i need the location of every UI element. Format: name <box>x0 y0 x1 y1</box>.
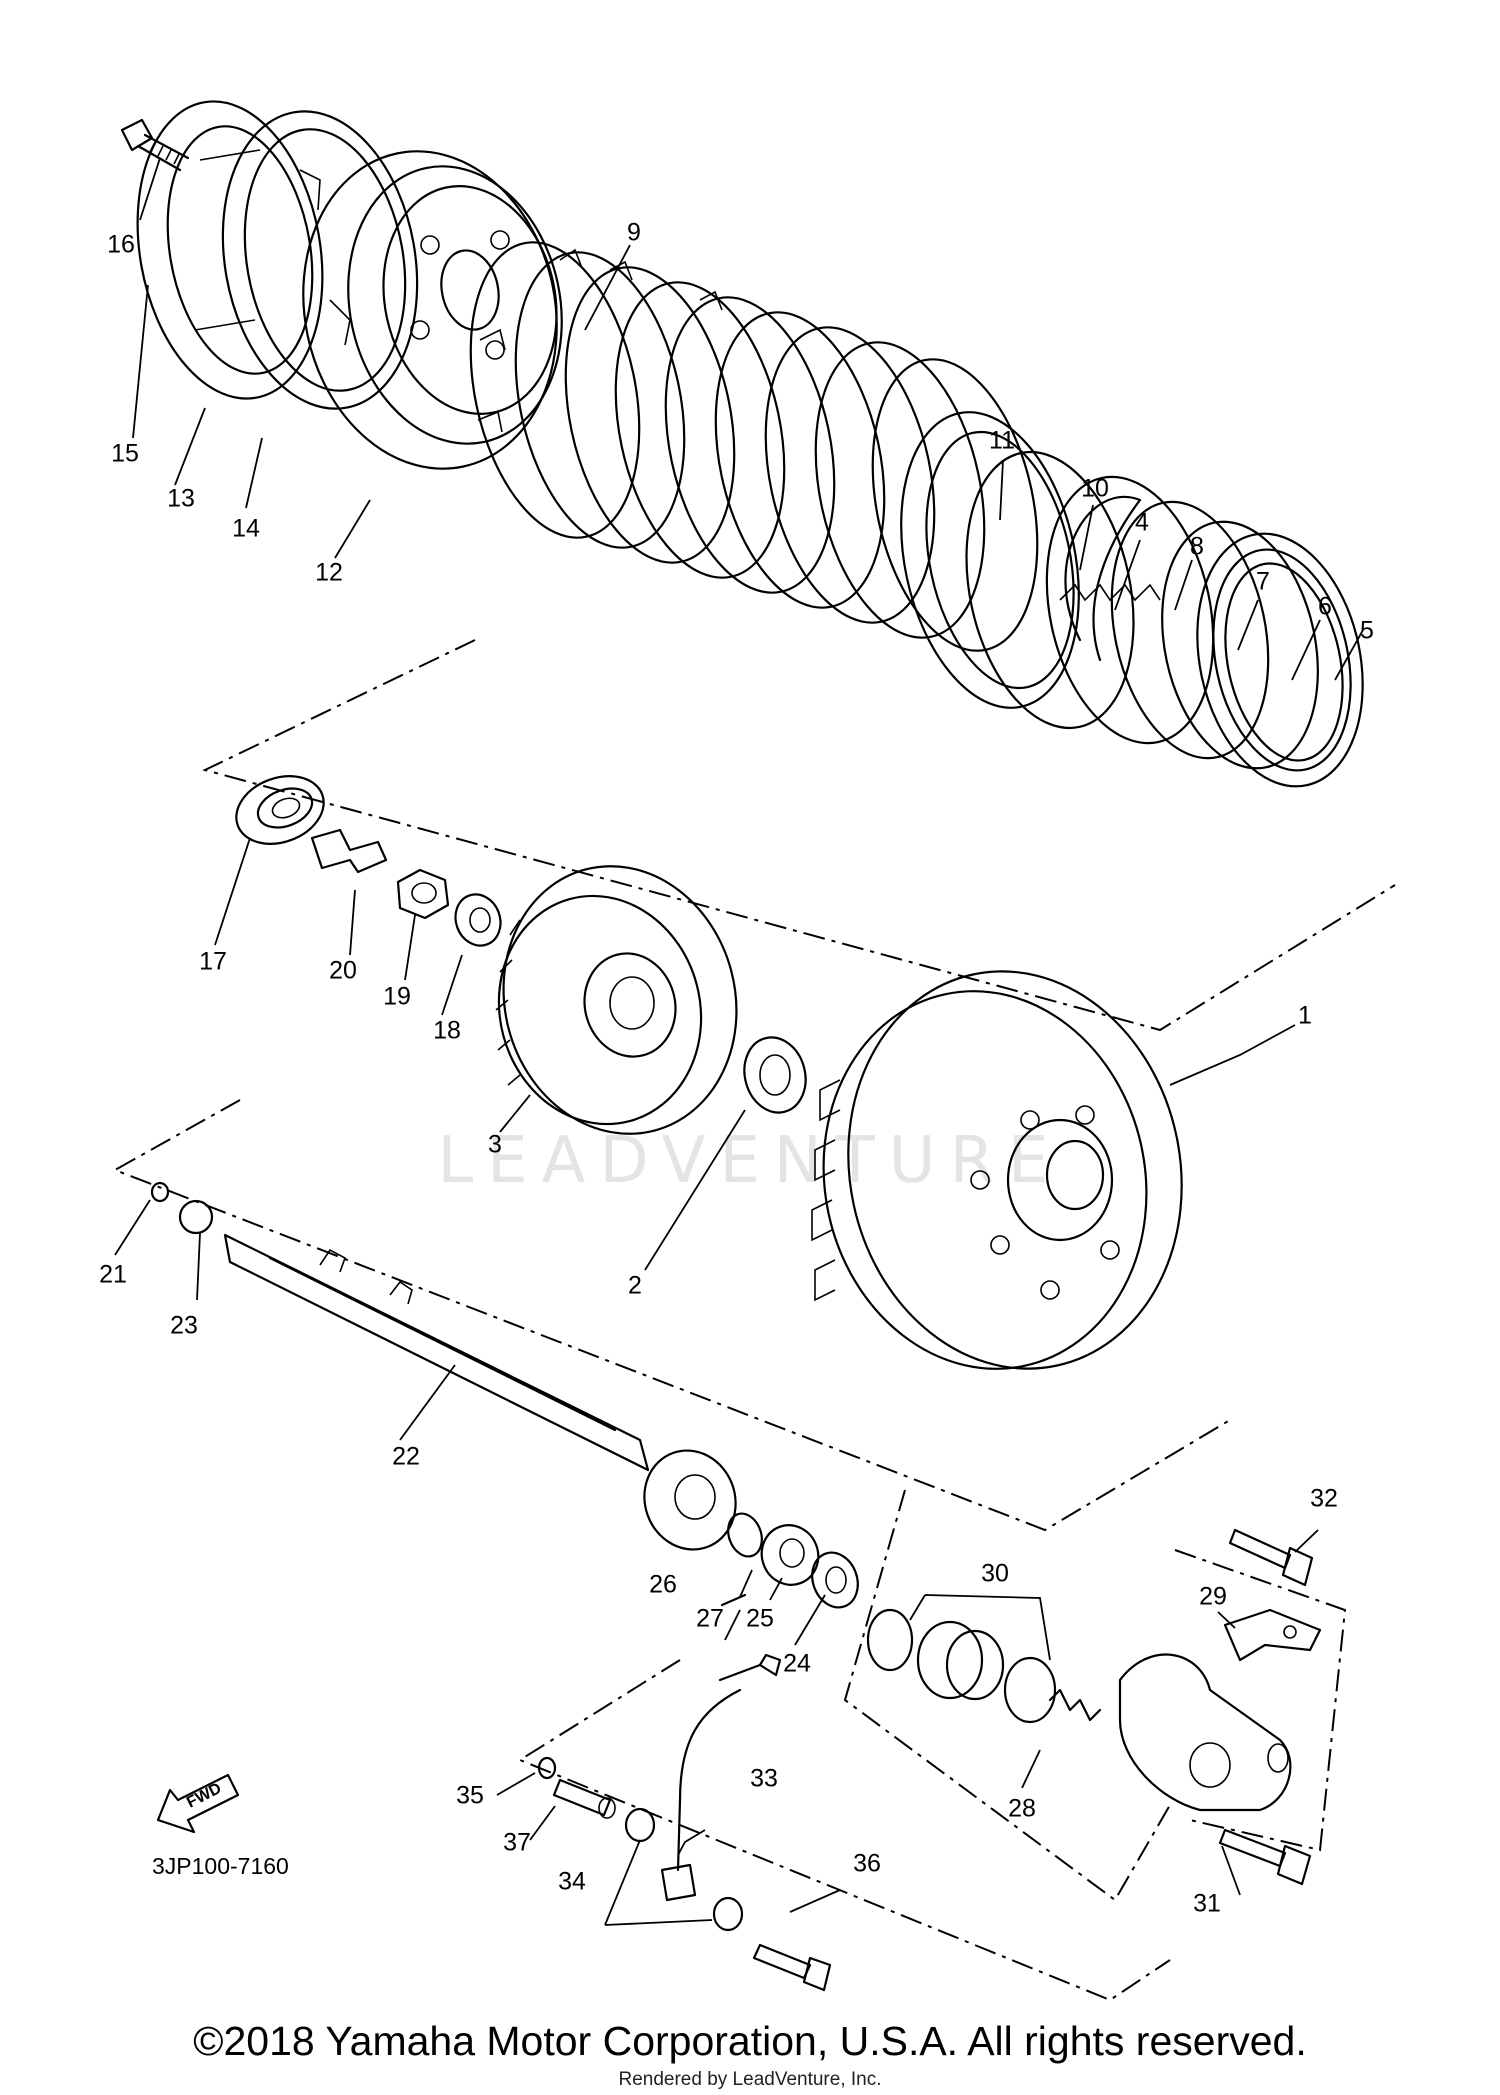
union-bolt-37 <box>552 1778 616 1819</box>
callout-36: 36 <box>853 1850 881 1878</box>
callout-4: 4 <box>1135 509 1149 537</box>
callout-5: 5 <box>1360 617 1374 645</box>
spring-5 <box>1196 532 1364 788</box>
callout-37: 37 <box>503 1829 531 1857</box>
callout-2: 2 <box>628 1272 642 1300</box>
washer-34a <box>624 1807 656 1843</box>
callout-29: 29 <box>1199 1583 1227 1611</box>
callout-15: 15 <box>111 440 139 468</box>
bolt-32 <box>1228 1528 1314 1587</box>
callout-7: 7 <box>1256 568 1270 596</box>
nut-19 <box>396 868 450 920</box>
callout-31: 31 <box>1193 1890 1221 1918</box>
callout-14: 14 <box>232 515 260 543</box>
callout-27: 27 <box>696 1605 724 1633</box>
gasket-14 <box>221 110 419 410</box>
push-rod-22 <box>223 1233 650 1472</box>
shaft-frame <box>112 1099 1231 1532</box>
callout-32: 32 <box>1310 1485 1338 1513</box>
push-rod-20 <box>310 828 388 874</box>
callout-21: 21 <box>99 1261 127 1289</box>
callout-12: 12 <box>315 559 343 587</box>
callout-34: 34 <box>558 1868 586 1896</box>
callout-9: 9 <box>627 219 641 247</box>
callout-1: 1 <box>1298 1002 1312 1030</box>
callout-24: 24 <box>783 1650 811 1678</box>
bracket-29 <box>1223 1608 1322 1662</box>
bearing-17 <box>235 775 325 845</box>
clutch-boss-3 <box>495 865 738 1135</box>
callout-6: 6 <box>1318 593 1332 621</box>
master-cylinder-frame <box>843 1489 1171 1902</box>
callout-19: 19 <box>383 983 411 1011</box>
callout-26: 26 <box>649 1571 677 1599</box>
rendered-by-credit: Rendered by LeadVenture, Inc. <box>618 2069 882 2090</box>
callout-18: 18 <box>433 1017 461 1045</box>
callout-25: 25 <box>746 1605 774 1633</box>
callout-28: 28 <box>1008 1795 1036 1823</box>
clutch-pack-frame <box>202 639 1396 1032</box>
pin-27 <box>720 1593 747 1607</box>
clutch-cover-13 <box>136 100 324 400</box>
lock-washer-18 <box>454 893 502 947</box>
callout-30: 30 <box>981 1560 1009 1588</box>
callout-16: 16 <box>107 231 135 259</box>
ball-23 <box>178 1199 214 1235</box>
callout-3: 3 <box>488 1131 502 1159</box>
callout-11: 11 <box>989 427 1015 455</box>
hose-frame <box>517 1659 1171 2002</box>
bolt-31 <box>1218 1828 1312 1886</box>
diagram-part-code: 3JP100-7160 <box>152 1853 289 1879</box>
wire-4 <box>1064 495 1142 662</box>
pressure-plate-12 <box>302 150 563 470</box>
callout-13: 13 <box>167 485 195 513</box>
circlip-21 <box>150 1181 170 1203</box>
callout-23: 23 <box>170 1312 198 1340</box>
watermark: LEADVENTURE <box>438 1124 1063 1198</box>
callout-35: 35 <box>456 1782 484 1810</box>
fwd-arrow-icon: FWD <box>156 1773 240 1834</box>
clutch-housing-1 <box>811 970 1183 1370</box>
callout-22: 22 <box>392 1443 420 1471</box>
bearing-housing <box>643 1449 737 1551</box>
copyright-notice: ©2018 Yamaha Motor Corporation, U.S.A. A… <box>193 2018 1307 2064</box>
callout-33: 33 <box>750 1765 778 1793</box>
o-ring-26 <box>727 1512 763 1558</box>
clutch-pipe-33 <box>660 1653 782 1902</box>
slave-cylinder-28 <box>1118 1653 1292 1812</box>
seal-24 <box>811 1551 859 1609</box>
bushing-25 <box>760 1524 820 1586</box>
washer-34b <box>712 1896 744 1932</box>
callout-8: 8 <box>1190 533 1204 561</box>
callout-10: 10 <box>1081 475 1109 503</box>
piston-kit-30 <box>866 1608 1102 1724</box>
callout-17: 17 <box>199 948 227 976</box>
callout-20: 20 <box>329 957 357 985</box>
o-ring-35 <box>537 1756 557 1780</box>
union-bolt-36 <box>752 1943 832 1992</box>
plate-7 <box>1110 500 1270 760</box>
plate-8 <box>1045 475 1215 745</box>
bracket-frame <box>1174 1549 1347 1852</box>
spring-6 <box>1161 520 1319 770</box>
thrust-washer-2 <box>743 1036 807 1114</box>
